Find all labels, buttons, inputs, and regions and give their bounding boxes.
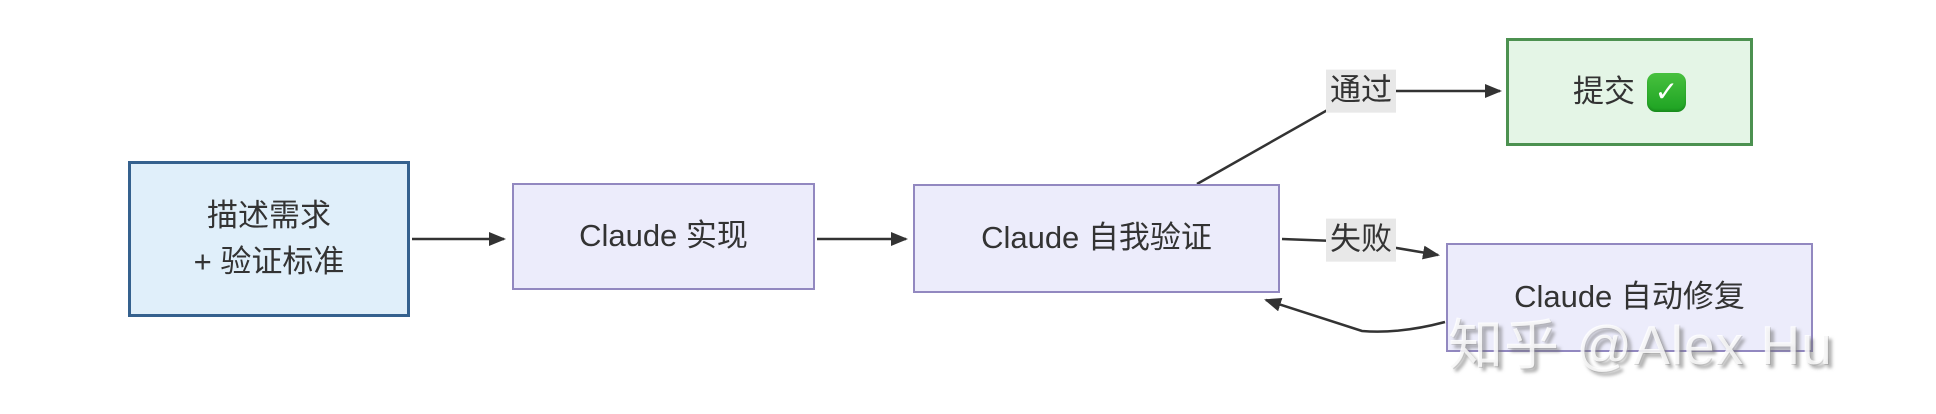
edge-label-fail: 失败 [1326, 218, 1396, 262]
node-submit: 提交 ✓ [1506, 38, 1753, 146]
node-claude-implement: Claude 实现 [512, 183, 815, 290]
check-mark-icon: ✓ [1647, 72, 1686, 112]
submit-label: 提交 [1573, 73, 1635, 109]
edge-autofix-verify [1264, 297, 1446, 333]
node-requirements: 描述需求 + 验证标准 [128, 161, 410, 317]
node-claude-self-verify: Claude 自我验证 [913, 184, 1280, 293]
edge-label-pass: 通过 [1326, 69, 1396, 113]
node-claude-auto-fix: Claude 自动修复 [1446, 243, 1813, 352]
